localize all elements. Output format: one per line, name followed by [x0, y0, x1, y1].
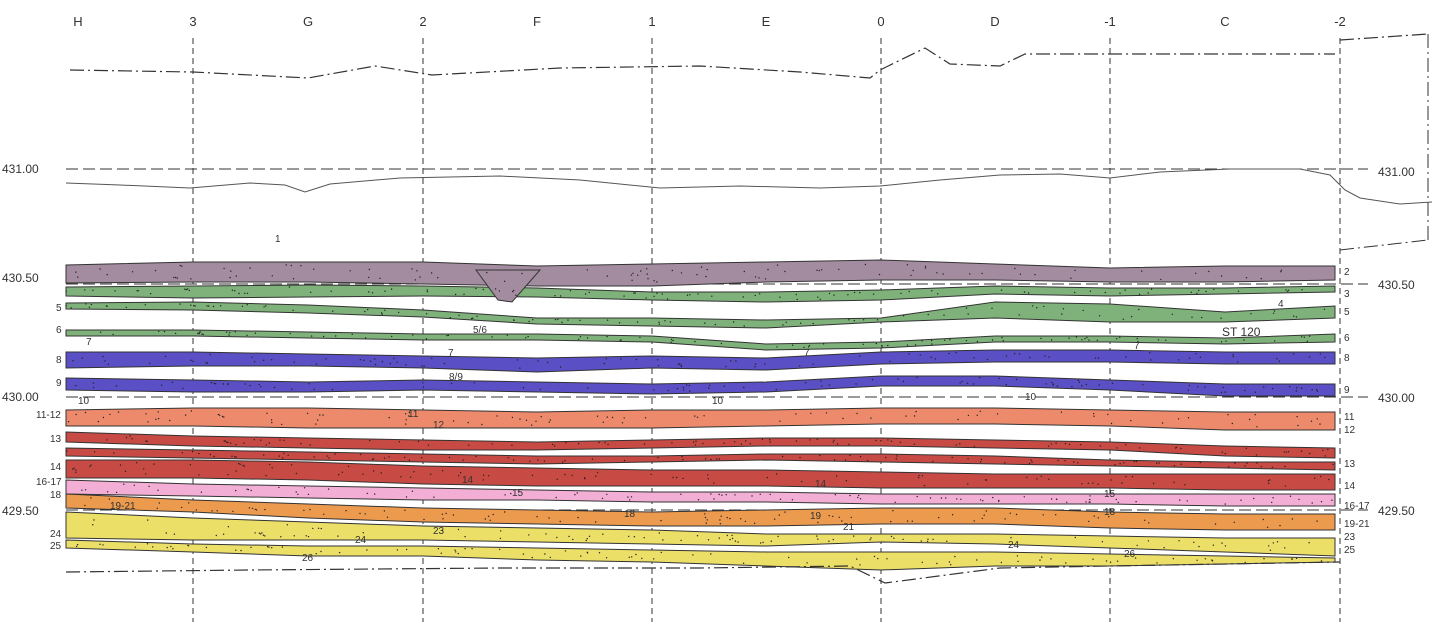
elevation-labels: 431.00 431.00 430.50 430.50 430.00 430.0… [2, 162, 1415, 518]
label-layer-1: 1 [275, 234, 281, 245]
grid-label-D: D [990, 14, 999, 29]
bottom-line [65, 561, 1341, 584]
layer-8-blue [65, 349, 1336, 373]
grid-label-H: H [73, 14, 82, 29]
grid-label-1: 1 [648, 14, 655, 29]
right-label-2: 2 [1344, 267, 1350, 278]
left-label-18: 18 [50, 490, 62, 501]
right-label-19-21: 19-21 [1344, 519, 1370, 530]
left-label-5: 5 [56, 303, 62, 314]
interior-label-19-21: 19-21 [110, 501, 136, 512]
layer-9-blue [65, 375, 1336, 397]
interior-label-18: 18 [624, 509, 636, 520]
interior-label-10b: 10 [1025, 392, 1037, 403]
elev-label-4295-right: 429.50 [1378, 504, 1415, 518]
left-label-8: 8 [56, 355, 62, 366]
left-label-24: 24 [50, 529, 62, 540]
interior-label-12: 12 [433, 420, 445, 431]
right-label-16-17: 16-17 [1344, 501, 1370, 512]
label-5-6: 5/6 [473, 325, 487, 336]
right-label-6: 6 [1344, 333, 1350, 344]
layer-24-yellow [65, 511, 1336, 557]
layer-5-green [65, 301, 1336, 329]
layer-11-salmon [65, 407, 1336, 431]
grid-label-E: E [762, 14, 771, 29]
right-label-25: 25 [1344, 545, 1356, 556]
right-label-18: 18 [1104, 507, 1116, 518]
label-8-9: 8/9 [449, 372, 463, 383]
interior-label-23: 23 [433, 526, 445, 537]
elev-label-431-left: 431.00 [2, 162, 39, 176]
interior-label-24b: 24 [1008, 540, 1020, 551]
right-label-3: 3 [1344, 289, 1350, 300]
soil-layers [65, 259, 1336, 571]
right-label-5: 5 [1344, 307, 1350, 318]
left-label-11-12: 11-12 [36, 410, 61, 421]
layer-labels: 1 ST 120 5/6 8/9 4 5 6 7 8 9 10 11-12 13… [36, 234, 1370, 564]
right-label-13: 13 [1344, 459, 1356, 470]
layer-14-red [65, 459, 1336, 491]
grid-label-3: 3 [189, 14, 196, 29]
upper-boundary-line [65, 168, 1432, 205]
label-st120: ST 120 [1222, 325, 1261, 339]
left-label-9: 9 [56, 378, 62, 389]
left-label-7: 7 [86, 337, 92, 348]
elev-label-430-left: 430.00 [2, 390, 39, 404]
layer-13b-red [65, 447, 1336, 471]
left-label-16-17: 16-17 [36, 477, 62, 488]
grid-label-2: 2 [419, 14, 426, 29]
left-label-13: 13 [50, 434, 62, 445]
interior-label-7a: 7 [448, 348, 454, 359]
interior-label-15a: 15 [512, 488, 524, 499]
pit-feature [475, 269, 542, 303]
layer-19-21-orange [65, 493, 1336, 531]
stipple-texture [65, 263, 1334, 566]
grid-label-0: 0 [877, 14, 884, 29]
grid-label-C: C [1220, 14, 1229, 29]
interior-label-10a: 10 [712, 396, 724, 407]
surface-line [69, 47, 1335, 79]
grid-column-labels: H 3 G 2 F 1 E 0 D -1 C -2 [73, 14, 1345, 29]
interior-label-26a: 26 [302, 553, 314, 564]
interior-label-11: 11 [408, 409, 419, 420]
interior-label-21: 21 [843, 522, 855, 533]
right-label-8: 8 [1344, 353, 1350, 364]
elev-label-431-right: 431.00 [1378, 165, 1415, 179]
layer-2-humus [65, 259, 1336, 287]
left-label-14: 14 [50, 462, 62, 473]
layer-3-green [65, 284, 1336, 303]
right-label-9: 9 [1344, 385, 1350, 396]
surface-line-right [1339, 33, 1429, 41]
interior-label-15b: 15 [1104, 489, 1116, 500]
elev-label-4305-right: 430.50 [1378, 278, 1415, 292]
label-4: 4 [1278, 299, 1284, 310]
layer-6-green [65, 329, 1336, 351]
interior-label-7c: 7 [1134, 341, 1140, 352]
interior-label-14a: 14 [462, 475, 474, 486]
right-label-23: 23 [1344, 532, 1356, 543]
right-label-14: 14 [1344, 481, 1356, 492]
right-step-line [1339, 239, 1429, 251]
grid-label-m1: -1 [1104, 14, 1116, 29]
elev-label-4305-left: 430.50 [2, 271, 39, 285]
interior-label-24a: 24 [355, 535, 367, 546]
interior-label-7b: 7 [804, 348, 810, 359]
elev-label-4295-left: 429.50 [2, 504, 39, 518]
left-label-6: 6 [56, 325, 62, 336]
left-label-10: 10 [78, 396, 90, 407]
elev-label-430-right: 430.00 [1378, 391, 1415, 405]
interior-label-19: 19 [810, 511, 822, 522]
right-label-12: 12 [1344, 425, 1356, 436]
grid-label-G: G [303, 14, 313, 29]
grid-label-m2: -2 [1334, 14, 1346, 29]
layer-13-red [65, 431, 1336, 459]
layer-16-17-pink [65, 479, 1336, 507]
left-label-25: 25 [50, 541, 62, 552]
right-label-11: 11 [1344, 412, 1355, 423]
interior-label-14b: 14 [815, 479, 827, 490]
interior-label-26b: 26 [1124, 549, 1136, 560]
grid-label-F: F [533, 14, 541, 29]
